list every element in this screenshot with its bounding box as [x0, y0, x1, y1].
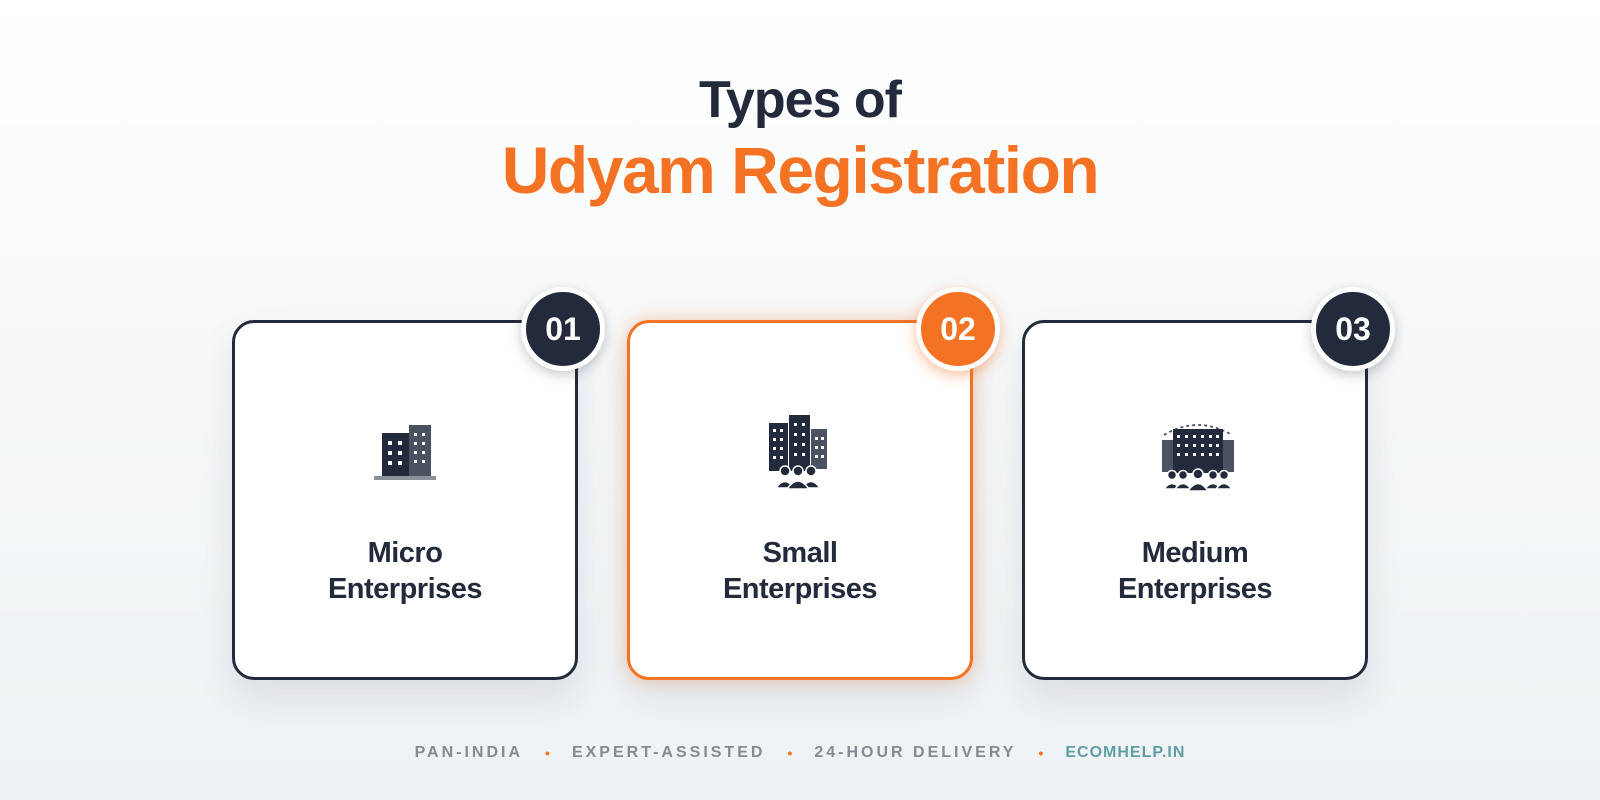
card-micro-enterprises[interactable]: 01 Micro Enterprises — [232, 287, 605, 680]
card-number-badge: 01 — [521, 287, 605, 371]
card-label: Micro Enterprises — [235, 535, 575, 607]
footer-item-expert-assisted: EXPERT-ASSISTED — [571, 744, 766, 761]
city-buildings-with-people-icon — [769, 415, 827, 490]
card-small-enterprises[interactable]: 02 Small Enterprises — [627, 287, 1000, 680]
heading-line-1: Types of — [699, 71, 902, 129]
card-number-badge: 02 — [916, 287, 1000, 371]
footer-item-pan-india: PAN-INDIA — [414, 744, 524, 761]
card-label-line-1: Medium — [1141, 537, 1249, 569]
card-label-line-2: Enterprises — [722, 573, 878, 605]
heading-line-2: Udyam Registration — [501, 133, 1100, 207]
card-label-line-2: Enterprises — [327, 573, 483, 605]
card-number-badge: 03 — [1311, 287, 1395, 371]
footer-separator: • — [1038, 745, 1044, 761]
footer-item-delivery: 24-HOUR DELIVERY — [814, 744, 1017, 761]
footer-separator: • — [545, 745, 550, 761]
card-label: Small Enterprises — [630, 535, 970, 607]
card-label: Medium Enterprises — [1025, 535, 1365, 607]
card-medium-enterprises[interactable]: 03 Medium Enterprises — [1022, 287, 1395, 680]
large-building-with-crowd-icon — [1162, 424, 1234, 492]
office-buildings-icon — [374, 425, 436, 480]
footer-tagline: PAN-INDIA • EXPERT-ASSISTED • 24-HOUR DE… — [0, 744, 1600, 762]
footer-separator: • — [787, 745, 793, 761]
card-label-line-1: Micro — [367, 537, 443, 569]
footer-site-link[interactable]: ECOMHELP.IN — [1065, 744, 1186, 761]
card-label-line-1: Small — [762, 537, 838, 569]
card-label-line-2: Enterprises — [1117, 573, 1273, 605]
